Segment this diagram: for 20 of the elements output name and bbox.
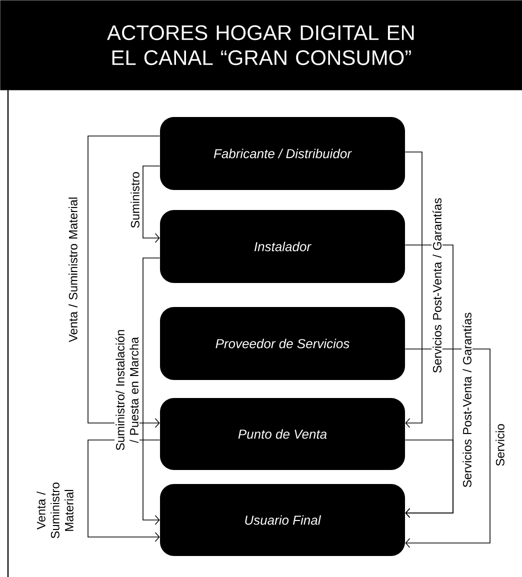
process-box: Punto de Venta: [160, 398, 405, 470]
edge-label: Servicios Post-Venta / Garantías: [432, 154, 442, 416]
process-box: Instalador: [160, 210, 405, 283]
edge-label: Suministro/ Instalación / Puesta en Marcha: [114, 294, 140, 486]
edge-label: Suministro: [130, 154, 140, 246]
arrow: [404, 440, 454, 518]
arrow: [404, 348, 490, 548]
arrow: [88, 440, 160, 542]
arrow: [88, 136, 160, 428]
arrow: [404, 152, 422, 428]
title-banner: ACTORES HOGAR DIGITAL EN EL CANAL “GRAN CONSUMO”: [0, 0, 522, 90]
edge-label: Servicios Post-Venta / Garantías: [462, 279, 472, 521]
edge-label: Venta / Suministro Material: [68, 118, 78, 420]
process-box: Proveedor de Servicios: [160, 307, 405, 380]
process-box: Fabricante / Distribuidor: [160, 117, 405, 190]
arrow: [142, 258, 160, 525]
edge-label: Servicio: [494, 384, 506, 506]
process-box: Usuario Final: [160, 484, 405, 556]
arrow: [142, 166, 160, 243]
edge-label: Venta / Suministro Material: [36, 478, 74, 542]
